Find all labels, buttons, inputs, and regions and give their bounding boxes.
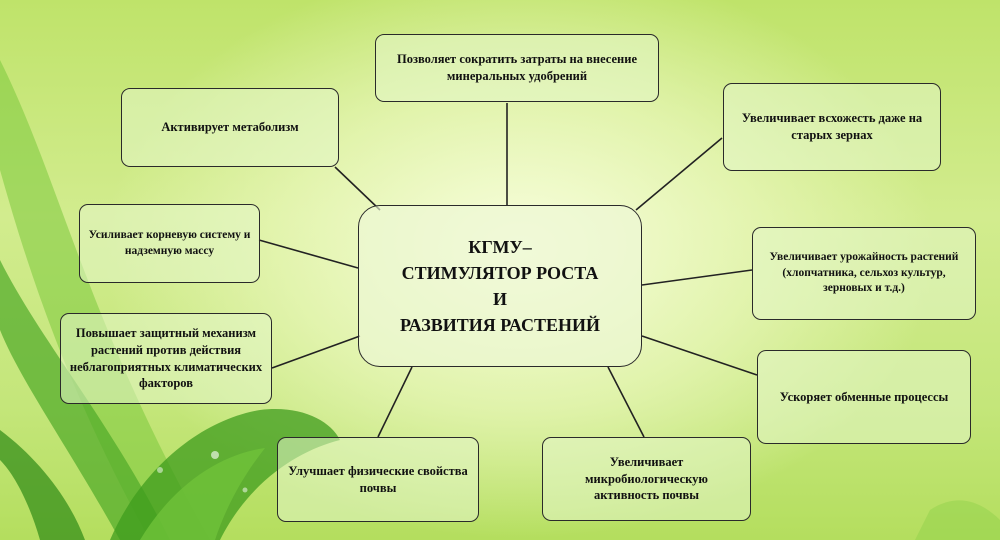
connector-protection [271,335,361,369]
node-yield: Увеличивает урожайность растений (хлопча… [752,227,976,320]
center-line-3: И [492,289,507,309]
connector-yield [641,269,753,286]
connector-microbio [607,366,645,438]
node-protection: Повышает защитный механизм растений прот… [60,313,272,404]
connector-germination [635,137,723,211]
node-metabolism: Активирует метаболизм [121,88,339,167]
node-mineral-fertilizer: Позволяет сократить затраты на внесение … [375,34,659,102]
center-line-4: РАЗВИТИЯ РАСТЕНИЙ [399,315,601,336]
connector-roots [258,239,359,269]
node-exchange: Ускоряет обменные процессы [757,350,971,444]
node-germination: Увеличивает всхожесть даже на старых зер… [723,83,941,171]
node-microbio: Увеличивает микробиологическую активност… [542,437,751,521]
connector-metabolism [334,166,381,211]
center-line-1: КГМУ– [468,236,532,257]
center-line-2: СТИМУЛЯТОР РОСТА [401,262,599,283]
connector-exchange [641,335,758,376]
node-soil-physical: Улучшает физические свойства почвы [277,437,479,522]
central-node: КГМУ– СТИМУЛЯТОР РОСТА И РАЗВИТИЯ РАСТЕН… [358,205,642,367]
node-roots: Усиливает корневую систему и надземную м… [79,204,260,283]
connector-soil-physical [377,366,413,438]
